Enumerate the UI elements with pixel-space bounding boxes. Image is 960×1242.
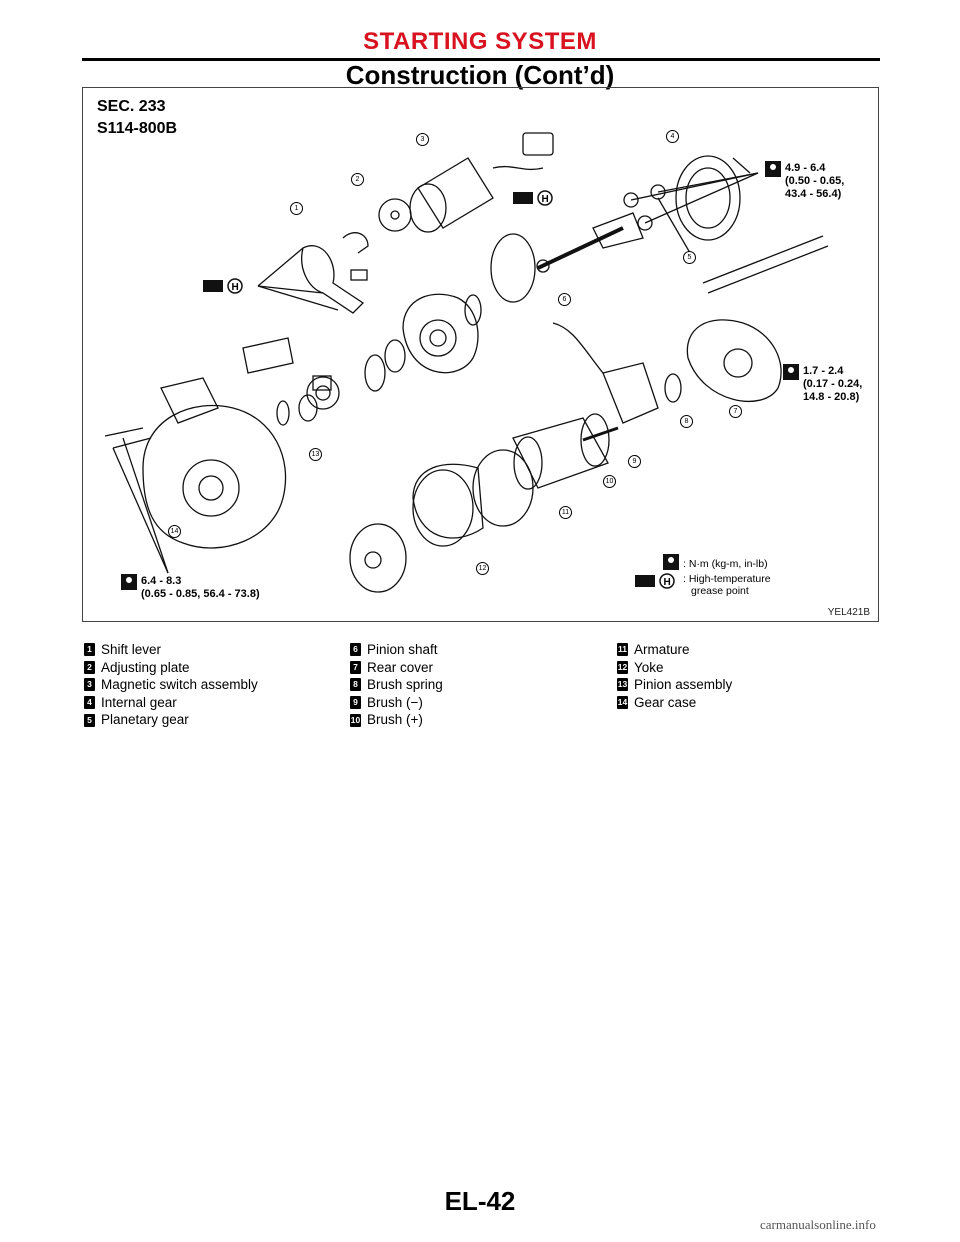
item-label: Brush spring — [367, 677, 443, 693]
torque-wrench-icon — [783, 364, 799, 380]
list-item: 1 Shift lever — [84, 641, 258, 659]
item-number: 11 — [617, 643, 628, 657]
callout-8: 8 — [680, 415, 693, 428]
svg-text:H: H — [232, 282, 239, 293]
item-label: Gear case — [634, 694, 697, 710]
list-item: 8 Brush spring — [350, 676, 443, 694]
torque-value: 6.4 - 8.3 — [141, 575, 182, 587]
gear-case-shape — [142, 404, 287, 549]
callout-1: 1 — [290, 202, 303, 215]
item-number: 7 — [350, 660, 361, 674]
item-number: 13 — [617, 678, 628, 692]
list-item: 13 Pinion assembly — [617, 676, 732, 694]
torque-value: 14.8 - 20.8) — [803, 391, 860, 403]
item-number: 12 — [617, 660, 628, 674]
torque-wrench-icon — [765, 161, 781, 177]
item-number: 9 — [350, 696, 361, 710]
page-number: EL-42 — [444, 1186, 516, 1216]
item-label: Shift lever — [101, 642, 162, 657]
legend-grease: : High-temperature grease point — [683, 573, 771, 597]
section-code: SEC. 233 S114-800B — [97, 96, 177, 140]
item-label: Brush (+) — [367, 712, 423, 728]
callout-3: 3 — [416, 133, 429, 146]
list-item: 3 Magnetic switch assembly — [84, 676, 258, 694]
item-label: Brush (−) — [367, 694, 423, 710]
callout-7: 7 — [729, 405, 742, 418]
list-item: 6 Pinion shaft — [350, 641, 443, 659]
item-number: 2 — [84, 660, 95, 674]
item-number: 3 — [84, 678, 95, 692]
list-item: 5 Planetary gear — [84, 711, 258, 729]
callout-5: 5 — [683, 251, 696, 264]
figure-code: YEL421B — [827, 607, 870, 618]
callout-10: 10 — [603, 475, 616, 488]
callout-13: 13 — [309, 448, 322, 461]
list-item: 10 Brush (+) — [350, 711, 443, 729]
torque-spec-rear-cover: 1.7 - 2.4 (0.17 - 0.24, 14.8 - 20.8) — [803, 365, 862, 404]
svg-text:H: H — [542, 194, 549, 205]
grease-point-icon: H — [203, 278, 243, 294]
list-item: 7 Rear cover — [350, 659, 443, 677]
illustration-id: S114-800B — [97, 120, 178, 137]
item-number: 8 — [350, 678, 361, 692]
section-title: STARTING SYSTEM — [363, 28, 597, 55]
grease-symbol: H — [664, 577, 671, 588]
watermark: carmanualsonline.info — [760, 1217, 876, 1232]
torque-value: 4.9 - 6.4 — [785, 162, 826, 174]
header-rule — [82, 58, 880, 61]
torque-spec-gear-case-bolt: 6.4 - 8.3 (0.65 - 0.85, 56.4 - 73.8) — [141, 575, 260, 601]
callout-12: 12 — [476, 562, 489, 575]
item-label: Armature — [634, 642, 690, 657]
torque-value: (0.50 - 0.65, — [785, 175, 845, 187]
item-number: 14 — [617, 696, 628, 710]
torque-spec-through-bolt: 4.9 - 6.4 (0.50 - 0.65, 43.4 - 56.4) — [785, 162, 844, 201]
callout-14: 14 — [168, 525, 181, 538]
torque-value: 43.4 - 56.4) — [785, 188, 842, 200]
item-label: Yoke — [634, 659, 664, 675]
legend-torque: : N·m (kg-m, in-lb) — [683, 558, 768, 570]
legend-grease-line2: grease point — [691, 585, 749, 597]
item-label: Rear cover — [367, 659, 434, 675]
item-number: 10 — [350, 713, 361, 727]
list-item: 12 Yoke — [617, 659, 732, 677]
item-label: Magnetic switch assembly — [101, 677, 258, 693]
grease-point-icon: H — [635, 573, 675, 589]
list-item: 4 Internal gear — [84, 694, 258, 712]
callout-9: 9 — [628, 455, 641, 468]
torque-value: (0.17 - 0.24, — [803, 378, 863, 390]
item-number: 4 — [84, 696, 95, 710]
torque-wrench-icon — [121, 574, 137, 590]
parts-list-col3: 11 Armature 12 Yoke 13 Pinion assembly 14 Ge… — [617, 641, 732, 711]
exploded-view-figure: SEC. 233 S114-800B 1 2 3 4 5 6 7 8 9 10 … — [82, 87, 879, 622]
callout-6: 6 — [558, 293, 571, 306]
callout-4: 4 — [666, 130, 679, 143]
torque-value: (0.65 - 0.85, 56.4 - 73.8) — [141, 588, 260, 600]
item-label: Pinion shaft — [367, 642, 438, 657]
item-number: 6 — [350, 643, 361, 657]
callout-2: 2 — [351, 173, 364, 186]
parts-list-col1: 1 Shift lever 2 Adjusting plate 3 Magnetic … — [84, 641, 258, 729]
starter-exploded-drawing — [104, 132, 829, 593]
item-label: Pinion assembly — [634, 677, 733, 693]
item-number: 1 — [84, 643, 95, 657]
item-label: Internal gear — [101, 694, 177, 710]
list-item: 11 Armature — [617, 641, 732, 659]
list-item: 2 Adjusting plate — [84, 659, 258, 677]
torque-value: 1.7 - 2.4 — [803, 365, 844, 377]
list-item: 9 Brush (−) — [350, 694, 443, 712]
callout-11: 11 — [559, 506, 572, 519]
sec-number: SEC. 233 — [97, 98, 166, 115]
item-label: Planetary gear — [101, 712, 189, 728]
legend-grease-line1: : High-temperature — [683, 573, 771, 585]
item-label: Adjusting plate — [101, 659, 190, 675]
page-title: Construction (Cont’d) — [345, 60, 615, 90]
torque-wrench-icon — [663, 554, 679, 570]
item-number: 5 — [84, 713, 95, 727]
list-item: 14 Gear case — [617, 694, 732, 712]
grease-point-icon: H — [513, 190, 553, 206]
